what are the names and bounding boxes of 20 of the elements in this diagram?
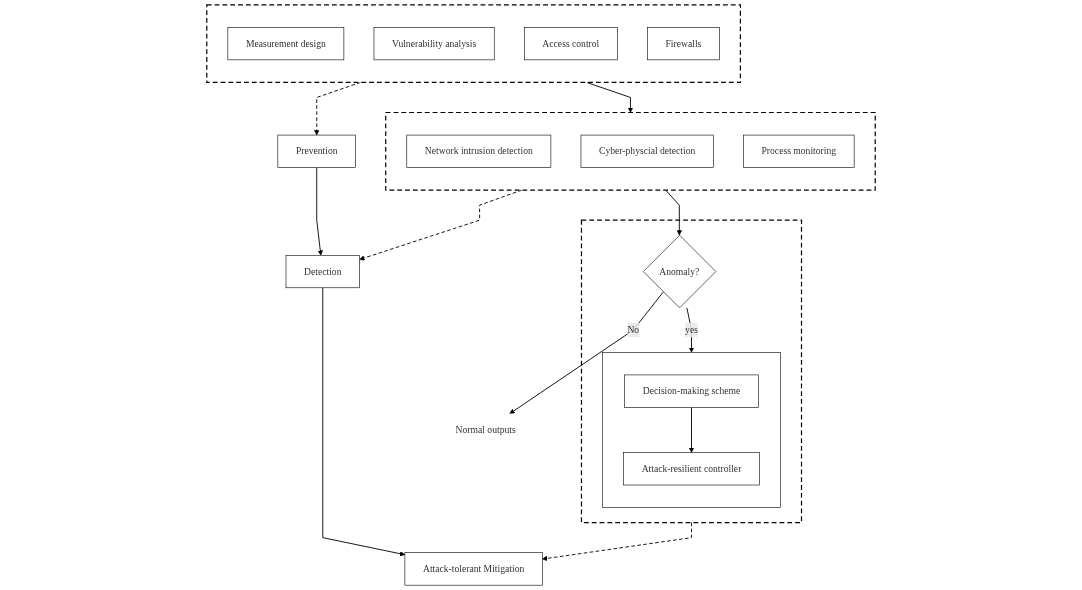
node-box: Process monitoring: [743, 134, 855, 168]
node-box: Decision-making scheme: [624, 374, 759, 408]
node-box: Access control: [524, 27, 618, 61]
cluster: [602, 352, 781, 508]
cluster: [580, 219, 803, 524]
cluster: [206, 4, 741, 83]
node-diamond: Anomaly?: [643, 234, 717, 309]
node-text: Normal outputs: [455, 424, 516, 435]
node-box: Prevention: [277, 134, 356, 168]
node-box: Network intrusion detection: [406, 134, 552, 168]
node-box: Detection: [285, 255, 360, 289]
node-box: Firewalls: [647, 27, 720, 61]
cluster: [385, 111, 876, 191]
node-box: Cyber-physcial detection: [580, 134, 714, 168]
node-box: Vulnerability analysis: [373, 27, 495, 61]
node-box: Attack-tolerant Mitigation: [404, 552, 543, 586]
node-box: Measurement design: [227, 27, 345, 61]
edge-label: No: [627, 324, 640, 335]
node-box: Attack-resilient controller: [623, 452, 760, 486]
edge-label: yes: [685, 324, 698, 335]
